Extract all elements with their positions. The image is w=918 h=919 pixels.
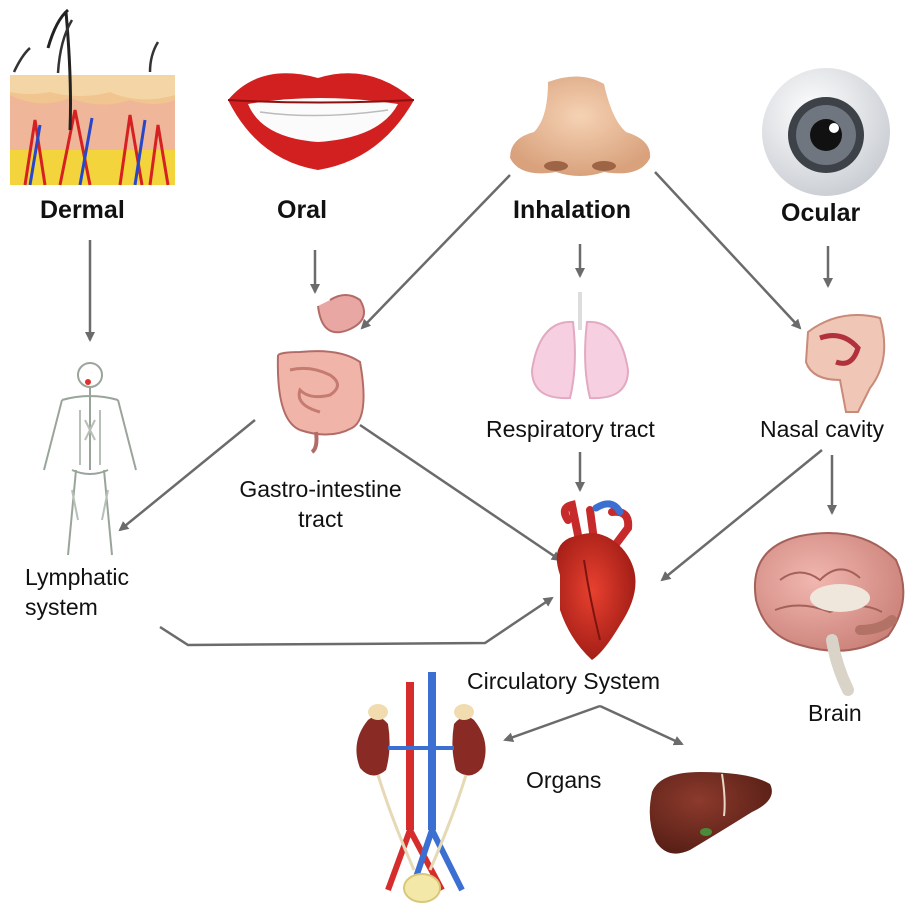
skin-icon <box>10 10 175 185</box>
eye-icon <box>762 68 890 196</box>
digestive-tract-icon <box>278 295 364 452</box>
lungs-icon <box>532 292 628 398</box>
nose-icon <box>510 76 650 176</box>
kidneys-icon <box>356 672 485 902</box>
route-inhalation-label: Inhalation <box>513 196 631 225</box>
arrows <box>90 172 832 744</box>
circulatory-system-label: Circulatory System <box>467 666 660 696</box>
brain-icon <box>755 533 903 690</box>
organs-label: Organs <box>526 765 601 795</box>
gastro-intestine-label: Gastro-intestine tract <box>218 474 423 534</box>
lymphatic-system-label: Lymphatic system <box>25 562 129 622</box>
lymphatic-body-icon <box>44 363 136 555</box>
respiratory-tract-label: Respiratory tract <box>486 414 655 444</box>
lips-icon <box>228 73 414 170</box>
route-oral-label: Oral <box>277 196 327 225</box>
heart-icon <box>557 504 636 660</box>
route-dermal-label: Dermal <box>40 196 125 225</box>
brain-label: Brain <box>808 698 862 728</box>
arrow-inhalation-to-gi <box>362 175 510 328</box>
nasal-cavity-icon <box>806 315 884 412</box>
arrow-circulatory-to-kidneys <box>505 706 600 740</box>
arrow-lymphatic-to-circulatory <box>160 598 552 645</box>
nasal-cavity-label: Nasal cavity <box>760 414 884 444</box>
liver-icon <box>650 772 772 854</box>
arrow-circulatory-to-liver <box>600 706 682 744</box>
route-ocular-label: Ocular <box>781 199 860 228</box>
arrow-inhalation-to-nasal <box>655 172 800 328</box>
